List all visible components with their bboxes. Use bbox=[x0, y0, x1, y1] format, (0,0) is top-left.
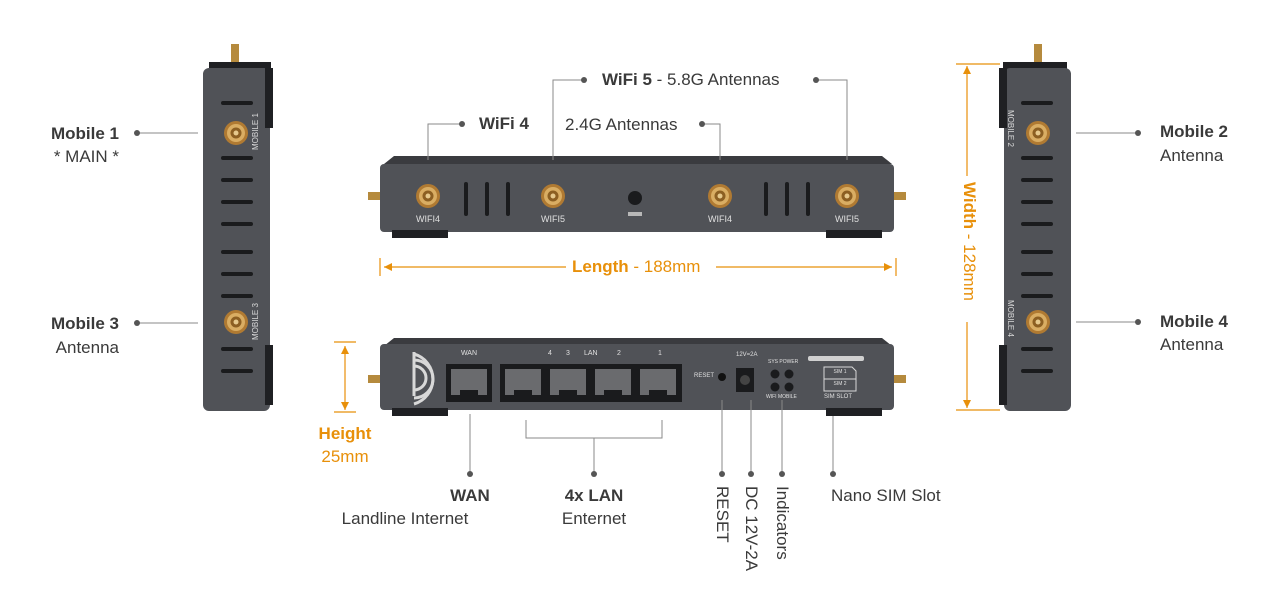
wifi4-label: WiFi 4 bbox=[479, 114, 529, 133]
mobile1-subtitle: * MAIN * bbox=[53, 147, 119, 166]
reset-label: RESET bbox=[713, 486, 732, 543]
wifi5-label: WiFi 5 - 5.8G Antennas bbox=[602, 69, 780, 91]
mobile4-subtitle: Antenna bbox=[1160, 335, 1224, 354]
back-label-lan: LAN bbox=[584, 350, 598, 357]
length-value: - 188mm bbox=[628, 257, 701, 276]
width-label: Width - 128mm bbox=[958, 182, 980, 301]
leader-lines bbox=[137, 79, 1138, 474]
lan-number: 3 bbox=[566, 350, 570, 357]
back-label-sim1: SIM 1 bbox=[833, 369, 847, 375]
mobile4-title: Mobile 4 bbox=[1160, 312, 1229, 331]
front-view bbox=[368, 156, 906, 238]
back-label-leds-bottom: WIFI MOBILE bbox=[766, 394, 797, 400]
lan-number: 2 bbox=[617, 350, 621, 357]
mobile4-connector bbox=[1026, 310, 1050, 334]
lan-number: 4 bbox=[548, 350, 552, 357]
wan-subtitle: Landline Internet bbox=[341, 509, 469, 528]
mobile1-connector bbox=[224, 121, 248, 145]
back-label-leds-top: SYS POWER bbox=[768, 359, 799, 365]
lan-subtitle: Enternet bbox=[561, 509, 627, 528]
height-value: 25mm bbox=[321, 447, 369, 466]
mobile3-connector bbox=[224, 310, 248, 334]
width-title: Width bbox=[960, 182, 979, 230]
dc-label: DC 12V-2A bbox=[742, 486, 761, 572]
indicators-label: Indicators bbox=[773, 486, 792, 560]
mobile2-subtitle: Antenna bbox=[1160, 146, 1224, 165]
antenna-stub-top bbox=[231, 44, 239, 64]
front-port-label: WIFI5 bbox=[835, 214, 859, 224]
brand-logo bbox=[412, 352, 435, 406]
dimension-lines bbox=[334, 63, 1000, 413]
length-title: Length bbox=[572, 257, 629, 276]
back-label-sim-slot: SIM SLOT bbox=[823, 394, 852, 400]
right-side-view bbox=[999, 44, 1071, 411]
lan-title: 4x LAN bbox=[564, 486, 624, 505]
back-view bbox=[368, 338, 906, 416]
wifi24-label: 2.4G Antennas bbox=[565, 115, 678, 134]
back-label-power: 12V=2A bbox=[736, 352, 758, 358]
indicator-icon bbox=[628, 212, 642, 216]
lan-number: 1 bbox=[658, 350, 662, 357]
height-title: Height bbox=[318, 424, 372, 443]
mobile3-subtitle: Antenna bbox=[55, 338, 119, 357]
leader-bullets bbox=[134, 77, 1141, 477]
wan-title: WAN bbox=[450, 486, 490, 505]
front-port-label: WIFI4 bbox=[416, 214, 440, 224]
left-side-view bbox=[203, 44, 273, 411]
mobile2-connector bbox=[1026, 121, 1050, 145]
mobile1-title: Mobile 1 bbox=[50, 124, 119, 143]
mobile2-title: Mobile 2 bbox=[1160, 122, 1229, 141]
back-label-reset: RESET bbox=[694, 373, 715, 379]
length-label: Length - 188mm bbox=[572, 256, 700, 278]
wifi5-title: WiFi 5 bbox=[602, 70, 652, 89]
width-value: - 128mm bbox=[960, 229, 979, 301]
back-label-sim2: SIM 2 bbox=[833, 381, 847, 387]
sim-label: Nano SIM Slot bbox=[831, 486, 941, 505]
wifi5-rest: - 5.8G Antennas bbox=[651, 70, 780, 89]
front-port-label: WIFI5 bbox=[541, 214, 565, 224]
front-port-label: WIFI4 bbox=[708, 214, 732, 224]
mobile3-title: Mobile 3 bbox=[50, 314, 119, 333]
back-label-wan: WAN bbox=[460, 350, 478, 357]
